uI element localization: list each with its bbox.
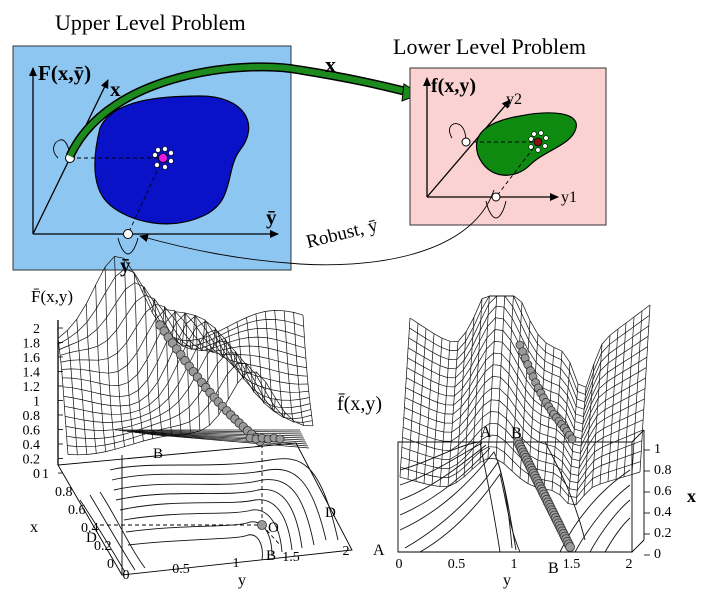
lower-axis-f-label: f(x,y): [431, 75, 476, 97]
left-z-tick-label: 1.2: [23, 380, 41, 395]
left-y-tick-label: 0.5: [172, 562, 190, 577]
right-3d-plot: 1 0.8 0.6 0.4 0.2 0 0 0.5 1 1.5 2 f̄(x,y) x y A B…: [337, 295, 696, 589]
left-z-tick-label: 1.8: [23, 337, 41, 352]
right-ylabel: y: [503, 572, 511, 589]
left-dashed-O-y: [261, 524, 281, 546]
right-floor-contours: [399, 441, 631, 553]
left-ylabel: y: [238, 572, 246, 589]
left-ridge-point: [275, 434, 285, 444]
right-label-B-top: B: [511, 425, 522, 442]
right-y-tick-label: 0.5: [448, 557, 466, 572]
left-z-tick-label: 1.4: [23, 366, 41, 381]
right-y-tick-label: 2: [626, 557, 633, 572]
left-z-ticks: 21.81.61.41.210.80.60.40.20: [23, 322, 63, 482]
left-z-tick-label: 0.4: [23, 438, 41, 453]
left-label-D-right: D: [325, 505, 336, 521]
left-x-tick-label: 1: [42, 467, 49, 482]
left-x-tick-label: 0.2: [94, 539, 112, 554]
left-z-tick-label: 0: [33, 467, 40, 482]
left-y-tick-label: 1.5: [282, 550, 300, 565]
left-y-tick-label: 0: [123, 568, 130, 583]
upper-axis-y-label: ȳ: [266, 205, 277, 229]
left-y-tick-label: 1: [233, 556, 240, 571]
right-x-tick-label: 0.8: [654, 463, 672, 478]
right-label-A-left: A: [373, 542, 385, 559]
left-x-tick-label: 0.8: [55, 485, 73, 500]
right-zlabel: f̄(x,y): [337, 392, 382, 415]
left-xlabel: x: [30, 519, 38, 536]
right-x-ticks: 1 0.8 0.6 0.4 0.2 0: [644, 442, 672, 562]
robust-label: Robust, ȳ: [304, 215, 380, 253]
arrow-x-label: x: [325, 52, 336, 77]
left-y-tick-label: 2: [343, 544, 350, 559]
lower-y1-point: [491, 192, 501, 202]
right-y-tick-label: 1.5: [563, 557, 581, 572]
right-x-tick-label: 0: [654, 547, 661, 562]
right-x-tick-label: 0.6: [654, 484, 672, 499]
lower-axis-y2-label: y2: [506, 91, 522, 108]
left-z-tick-label: 0.8: [23, 409, 41, 424]
left-x-tick-label: 0: [107, 557, 114, 572]
left-z-tick-label: 1.6: [23, 351, 41, 366]
right-y-tick-label: 0: [396, 557, 403, 572]
upper-solution-cluster: [152, 146, 174, 170]
lower-projection-y1: [495, 141, 539, 198]
left-label-B-bottom: B: [266, 548, 276, 564]
lower-y2-point: [461, 137, 471, 147]
left-floor-contours: [79, 458, 339, 573]
lower-y2-distribution: [449, 123, 467, 143]
upper-axis-y-bottom-label: ȳ: [120, 253, 131, 277]
lower-axis-y2: [426, 99, 511, 198]
lower-level-title: Lower Level Problem: [393, 34, 586, 59]
left-zlabel: F̄(x,y): [31, 287, 73, 306]
left-surface-mesh: [57, 256, 314, 456]
lower-axis-y1-label: y1: [561, 189, 577, 206]
left-z-tick-label: 0.2: [23, 453, 41, 468]
right-x-tick-label: 0.4: [654, 505, 672, 520]
x-transfer-arrow: [67, 63, 409, 158]
left-label-D-left: D: [86, 530, 97, 546]
left-3d-plot: F̄(x,y) 21.81.61.41.210.80.60.40.20: [23, 256, 353, 589]
right-surface-mesh: [398, 295, 651, 506]
left-floor: [57, 442, 353, 576]
left-label-O: O: [268, 520, 279, 536]
left-z-tick-label: 1: [33, 395, 40, 410]
right-xlabel: x: [687, 486, 696, 506]
left-z-tick-label: 0.6: [23, 424, 41, 439]
upper-y-distribution: [117, 237, 139, 255]
right-ridge-point: [567, 434, 577, 444]
left-label-B-top: B: [153, 446, 163, 462]
right-x-tick-label: 1: [654, 442, 661, 457]
right-solution-points: [513, 340, 577, 552]
upper-axis-F-label: F(x,ȳ): [38, 61, 91, 85]
left-point-O: [257, 520, 267, 530]
left-x-tick-label: 0.6: [68, 503, 86, 518]
robust-feedback-arrow: [139, 189, 495, 266]
left-solution-points: [155, 320, 285, 447]
left-y-ticks: 0 0.5 1 1.5 2: [123, 544, 350, 583]
left-z-tick-label: 2: [33, 322, 40, 337]
upper-level-title: Upper Level Problem: [55, 10, 246, 35]
upper-axis-x-label: x: [110, 77, 121, 101]
right-B-line-point: [565, 542, 575, 552]
right-floor-edge-2: [631, 539, 645, 553]
lower-y1-distribution: [485, 200, 507, 219]
right-label-B-bottom: B: [548, 560, 559, 577]
right-label-A-top: A: [480, 424, 492, 441]
right-y-tick-label: 1: [511, 557, 518, 572]
right-y-ticks: 0 0.5 1 1.5 2: [396, 557, 633, 572]
left-x-ticks: 1 0.8 0.6 0.4 0.2 0: [42, 467, 114, 572]
lower-feasible-region: [475, 112, 577, 176]
lower-solution-cluster: [528, 130, 549, 153]
right-x-tick-label: 0.2: [654, 526, 672, 541]
left-x-tick-label: 0.4: [81, 521, 99, 536]
upper-y-point: [123, 229, 133, 239]
